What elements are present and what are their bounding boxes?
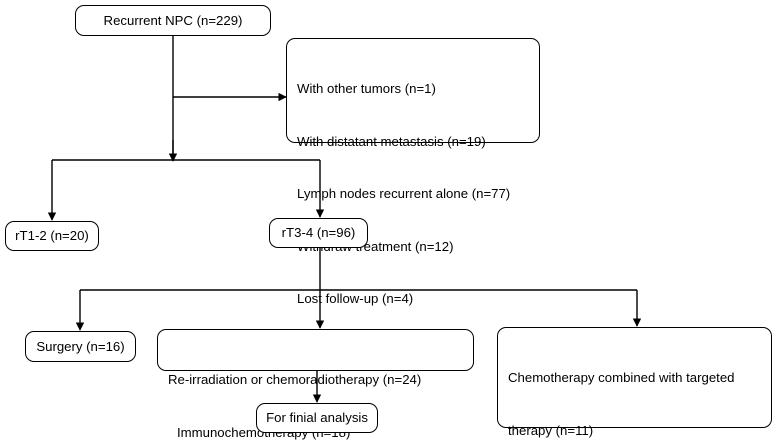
node-final-analysis-label: For finial analysis [266,410,368,426]
node-treatment-systemic: Chemotherapy combined with targeted ther… [497,327,772,438]
exclusion-item-other-tumors: With other tumors (n=1) [297,81,436,96]
node-stage-rt34: rT3-4 (n=96) [269,218,368,248]
treatment-systemic-line-1: Chemotherapy combined with targeted [508,370,735,385]
exclusion-item-distant-metastasis: With distatant metastasis (n=19) [297,133,486,149]
node-exclusions: With other tumors (n=1) With distatant m… [286,38,540,306]
exclusion-item-lost-followup: Lost follow-up (n=4) [297,291,414,306]
node-stage-rt12: rT1-2 (n=20) [5,221,99,251]
node-enrollment-label: Recurrent NPC (n=229) [103,12,243,28]
node-stage-rt34-label: rT3-4 (n=96) [281,225,356,241]
node-stage-rt12-label: rT1-2 (n=20) [15,228,89,244]
node-treatment-surgery-label: Surgery (n=16) [36,338,125,354]
node-treatment-surgery: Surgery (n=16) [25,331,136,362]
treatment-reirradiation-line-1: Re-irradiation or chemoradiotherapy (n=2… [168,372,422,387]
treatment-systemic-line-2: therapy (n=11) [508,422,594,438]
node-treatment-reirradiation: Re-irradiation or chemoradiotherapy (n=2… [157,329,474,440]
node-final-analysis: For finial analysis [256,403,378,433]
exclusion-item-lymph-nodes-alone: Lymph nodes recurrent alone (n=77) [297,186,511,201]
node-enrollment: Recurrent NPC (n=229) [75,5,271,36]
